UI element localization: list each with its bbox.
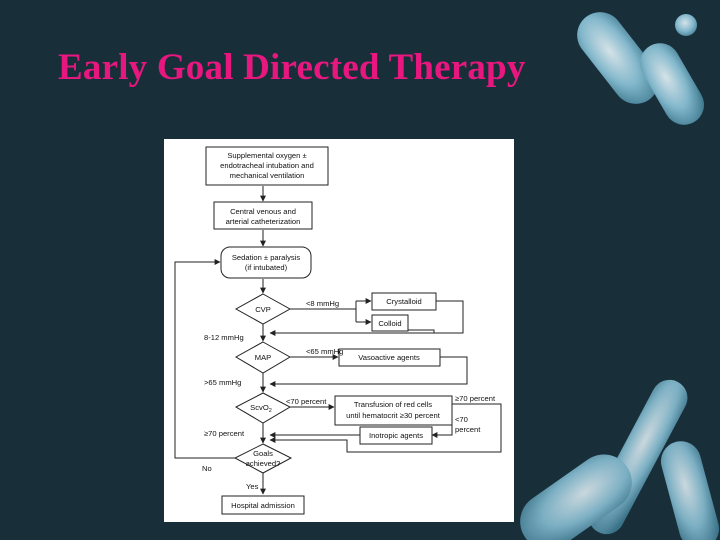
svg-text:Central venous and: Central venous and [230, 207, 296, 216]
flowchart: Supplemental oxygen ± endotracheal intub… [174, 146, 502, 515]
line-colloid-return [408, 329, 435, 333]
node-oxygen: Supplemental oxygen ± endotracheal intub… [205, 146, 329, 186]
label-transfusion-low-1: <70 [455, 415, 468, 424]
arrow-vasoactive-return [269, 356, 468, 387]
svg-text:Vasoactive agents: Vasoactive agents [358, 353, 420, 362]
svg-text:Supplemental oxygen ±: Supplemental oxygen ± [227, 151, 306, 160]
node-crystalloid: Crystalloid [371, 292, 437, 311]
node-map: MAP [234, 341, 292, 374]
arrow-crystalloid-return [269, 300, 464, 336]
label-yes: Yes [246, 482, 259, 491]
arrow-transfusion-ok-return [269, 403, 502, 453]
svg-text:mechanical ventilation: mechanical ventilation [230, 171, 305, 180]
node-vasoactive: Vasoactive agents [338, 348, 441, 367]
label-transfusion-ok: ≥70 percent [455, 394, 496, 403]
slide-title: Early Goal Directed Therapy [58, 47, 526, 88]
node-colloid: Colloid [371, 314, 409, 332]
svg-text:Transfusion of red cells: Transfusion of red cells [354, 400, 432, 409]
svg-text:Hospital admission: Hospital admission [231, 501, 295, 510]
node-inotropic: Inotropic agents [359, 426, 433, 445]
svg-text:Sedation ± paralysis: Sedation ± paralysis [232, 253, 301, 262]
svg-text:achieved?: achieved? [246, 459, 281, 468]
svg-text:arterial catheterization: arterial catheterization [226, 217, 301, 226]
svg-text:ScvO2: ScvO2 [250, 403, 272, 414]
arrow-no-loop [174, 259, 236, 459]
node-sedation: Sedation ± paralysis (if intubated) [220, 246, 312, 279]
bacterium-top-right [577, 12, 704, 125]
label-no: No [202, 464, 212, 473]
label-scv-low: <70 percent [286, 397, 327, 406]
node-transfusion: Transfusion of red cells until hematocri… [334, 395, 453, 426]
node-hospital: Hospital admission [221, 495, 305, 515]
svg-text:Inotropic agents: Inotropic agents [369, 431, 423, 440]
flowchart-panel: Supplemental oxygen ± endotracheal intub… [164, 139, 514, 522]
svg-text:CVP: CVP [255, 305, 271, 314]
svg-text:Goals: Goals [253, 449, 273, 458]
label-scv-ok: ≥70 percent [204, 429, 245, 438]
label-map-ok: >65 mmHg [204, 378, 241, 387]
label-transfusion-low-2: percent [455, 425, 481, 434]
svg-text:until hematocrit ≥30 percent: until hematocrit ≥30 percent [346, 411, 441, 420]
svg-text:endotracheal intubation and: endotracheal intubation and [220, 161, 314, 170]
label-map-low: <65 mmHg [306, 347, 343, 356]
node-catheterization: Central venous and arterial catheterizat… [213, 201, 313, 230]
label-cvp-ok: 8-12 mmHg [204, 333, 244, 342]
svg-text:MAP: MAP [255, 353, 271, 362]
svg-text:(if intubated): (if intubated) [245, 263, 288, 272]
node-goals: Goals achieved? [233, 443, 293, 474]
node-cvp: CVP [234, 293, 292, 325]
node-scvo2: ScvO2 [234, 392, 292, 424]
svg-text:Crystalloid: Crystalloid [386, 297, 421, 306]
bacterium-bottom-right [520, 379, 720, 540]
svg-text:Colloid: Colloid [378, 319, 401, 328]
label-cvp-low: <8 mmHg [306, 299, 339, 308]
